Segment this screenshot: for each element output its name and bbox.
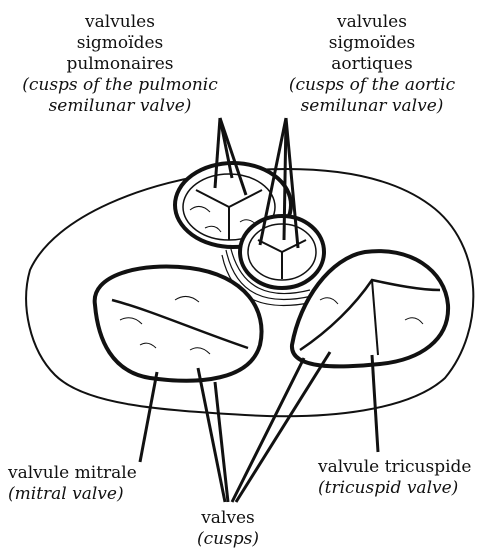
leader-tricuspid	[372, 355, 378, 452]
mitral-valve	[95, 267, 262, 381]
label-aortic-en-1: (cusps of the aortic	[262, 75, 482, 96]
label-pulmonic-en-2: semilunar valve)	[0, 96, 240, 117]
label-mitral-valve: valvule mitrale (mitral valve)	[8, 463, 208, 505]
label-cusps-en: (cusps)	[178, 529, 278, 550]
label-pulmonic-fr-3: pulmonaires	[0, 54, 240, 75]
label-aortic-cusps: valvules sigmoïdes aortiques (cusps of t…	[262, 12, 482, 117]
label-pulmonic-cusps: valvules sigmoïdes pulmonaires (cusps of…	[0, 12, 240, 117]
label-aortic-fr-1: valvules	[262, 12, 482, 33]
label-tricuspid-valve: valvule tricuspide (tricuspid valve)	[318, 457, 493, 499]
label-pulmonic-fr-2: sigmoïdes	[0, 33, 240, 54]
label-pulmonic-fr-1: valvules	[0, 12, 240, 33]
label-cusps-fr: valves	[178, 508, 278, 529]
leader-cusps-4	[236, 352, 330, 502]
label-tricuspid-fr: valvule tricuspide	[318, 457, 493, 478]
label-aortic-fr-3: aortiques	[262, 54, 482, 75]
leader-aortic-2	[284, 118, 286, 240]
leader-cusps-3	[232, 358, 304, 502]
label-cusps: valves (cusps)	[178, 508, 278, 550]
label-aortic-en-2: semilunar valve)	[262, 96, 482, 117]
label-tricuspid-en: (tricuspid valve)	[318, 478, 493, 499]
label-mitral-fr: valvule mitrale	[8, 463, 208, 484]
label-aortic-fr-2: sigmoïdes	[262, 33, 482, 54]
label-mitral-en: (mitral valve)	[8, 484, 208, 505]
label-pulmonic-en-1: (cusps of the pulmonic	[0, 75, 240, 96]
leader-mitral	[140, 372, 157, 462]
